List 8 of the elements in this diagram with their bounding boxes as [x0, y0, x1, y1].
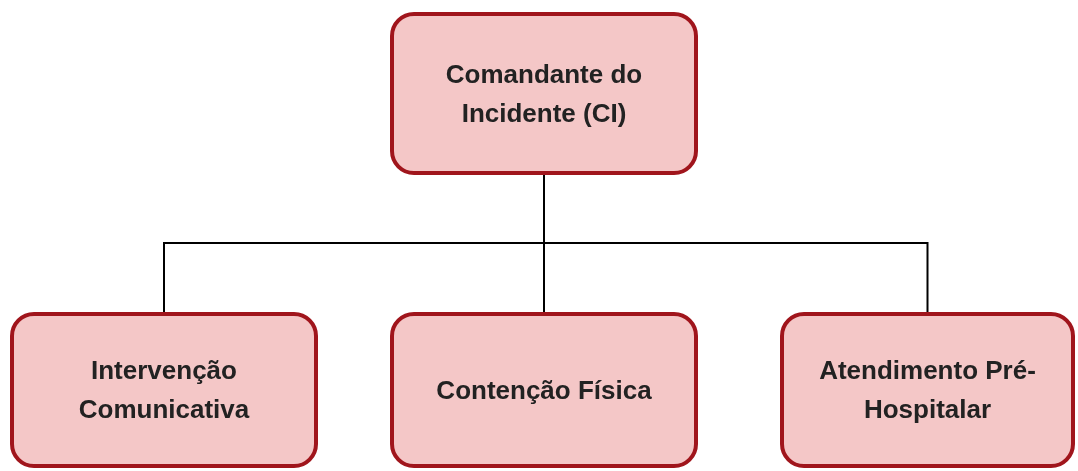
- role-box: [10, 312, 318, 468]
- role-box: [780, 312, 1075, 468]
- role-label: Intervenção Comunicativa: [77, 354, 251, 426]
- role-label: Comandante do Incidente (CI): [444, 57, 644, 130]
- role-label: Contenção Física: [436, 373, 652, 407]
- role-label: Atendimento Pré-Hospitalar: [818, 354, 1037, 426]
- role-box: [390, 12, 698, 175]
- role-box: [390, 312, 698, 468]
